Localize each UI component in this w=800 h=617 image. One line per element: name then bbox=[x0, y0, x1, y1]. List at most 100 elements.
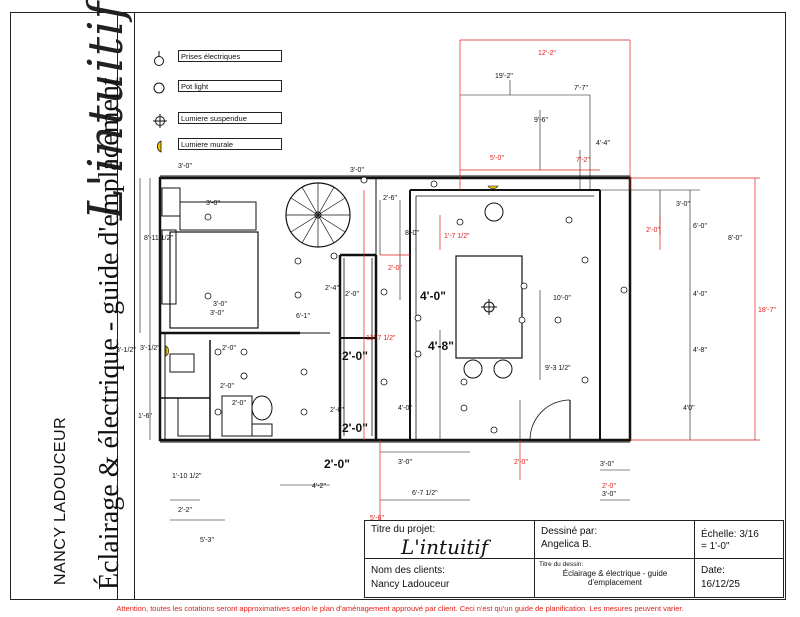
dimension-label: 10'-0" bbox=[553, 295, 571, 302]
dimension-label: 2'-2" bbox=[178, 507, 192, 514]
legend-label: Lumiere suspendue bbox=[178, 112, 282, 124]
dimension-labels-red: 12'-2" 5'-0" 7'-2" 1'-7 1/2" 2'-0" 13'-7… bbox=[366, 50, 776, 522]
tb-date-cell: Date: 16/12/25 bbox=[695, 559, 783, 597]
dimension-label: 9'-6" bbox=[534, 117, 548, 124]
dimension-label: 1'-6" bbox=[138, 413, 152, 420]
dimension-label: 8'-0" bbox=[405, 230, 419, 237]
tb-drawing-title-cell: Titre du dessin: Éclairage & électrique … bbox=[535, 559, 695, 597]
sidebar-divider-inner bbox=[134, 12, 135, 600]
tb-drawn-by-cell: Dessiné par: Angelica B. bbox=[535, 521, 695, 559]
tb-client-cell: Nom des clients: Nancy Ladouceur bbox=[365, 559, 535, 597]
legend-label: Pot light bbox=[178, 80, 282, 92]
dimension-labels: 3'-0" 3'-0" 3'-0" 3'-0" 2'-6" 8'-0" 8'-1… bbox=[116, 73, 742, 544]
legend-item-outlet: Prises électriques bbox=[150, 50, 290, 66]
scale-label: Échelle: 3/16 bbox=[701, 529, 759, 540]
dimension-label: 3'-0" bbox=[210, 310, 224, 317]
dimension-label-red: 5'-0" bbox=[490, 155, 504, 162]
dimension-label-red: 7'-2" bbox=[576, 157, 590, 164]
dimension-label-large: 4'-0" bbox=[420, 289, 446, 303]
dimension-label: 8'-11 1/2" bbox=[144, 235, 174, 242]
dimension-label: 9'-3 1/2" bbox=[545, 365, 571, 372]
dimension-label: 3'-0" bbox=[178, 163, 192, 170]
dimension-label: 19'-2" bbox=[495, 73, 513, 80]
dimension-label: 2'-0" bbox=[220, 383, 234, 390]
stair-treads bbox=[286, 183, 350, 247]
pot-light-icon bbox=[153, 82, 165, 94]
dimension-label: 4'-0" bbox=[398, 405, 412, 412]
dimension-label-red: 5'-6" bbox=[370, 515, 384, 522]
pendant-light-icon bbox=[481, 299, 497, 315]
dimension-label-red: 13'-7 1/2" bbox=[366, 335, 396, 342]
scale-value: = 1'-0" bbox=[701, 541, 730, 552]
dimension-label-red: 1'-7 1/2" bbox=[444, 233, 470, 240]
dimension-label: 3'-0" bbox=[602, 491, 616, 498]
legend-item-pot-light: Pot light bbox=[150, 80, 290, 94]
dimension-label-red: 2'-0" bbox=[514, 459, 528, 466]
pendant-light-icon bbox=[153, 114, 167, 128]
dimension-label-large: 2'-0" bbox=[342, 349, 368, 363]
footer-disclaimer: Attention, toutes les cotations seront a… bbox=[116, 604, 684, 613]
dimension-label: 2'-4" bbox=[325, 285, 339, 292]
tb-project-cell: Titre du projet: L'intuitif bbox=[365, 521, 535, 559]
dimension-label: 7'-7" bbox=[574, 85, 588, 92]
dimension-label: 3'-1/2" bbox=[116, 347, 136, 354]
dimension-label-large: 2'-0" bbox=[342, 421, 368, 435]
dimension-label: 3'-0" bbox=[206, 200, 220, 207]
drawing-sheet bbox=[10, 12, 786, 600]
drawing-title-value: Éclairage & électrique - guide d'emplace… bbox=[562, 569, 668, 587]
legend-item-pendant: Lumiere suspendue bbox=[150, 112, 290, 128]
client-name: Nancy Ladouceur bbox=[371, 579, 450, 590]
dimension-label-red: 18'-7" bbox=[758, 307, 776, 314]
dimension-label: 4'-0" bbox=[693, 291, 707, 298]
date-value: 16/12/25 bbox=[701, 579, 740, 590]
dimension-label-red: 2'-0" bbox=[388, 265, 402, 272]
dimension-label: 3'-0" bbox=[676, 201, 690, 208]
dimension-label: 2'-0" bbox=[330, 407, 344, 414]
legend-item-wall-light: Lumiere murale bbox=[150, 138, 290, 153]
dimension-label: 2'-0" bbox=[222, 345, 236, 352]
dimension-lines bbox=[139, 80, 700, 521]
wall-light-icon bbox=[165, 185, 499, 357]
dimension-label: 2'-0" bbox=[232, 400, 246, 407]
dimension-label: 6'-1" bbox=[296, 313, 310, 320]
dimension-label-large: 4'-8" bbox=[428, 339, 454, 353]
walls bbox=[158, 175, 632, 443]
outlet-icon bbox=[154, 51, 164, 66]
dimension-label-red: 12'-2" bbox=[538, 50, 556, 57]
project-logo: L'intuitif bbox=[401, 535, 489, 559]
dimension-label: 3'-0" bbox=[600, 461, 614, 468]
dimension-label: 3'-1/2" bbox=[140, 345, 160, 352]
dimension-lines-red bbox=[363, 39, 760, 520]
dimension-label: 2'-0" bbox=[345, 291, 359, 298]
dimension-label: 4'-2" bbox=[312, 483, 326, 490]
client-label: Nom des clients: bbox=[371, 565, 445, 576]
dimension-labels-large: 4'-0" 4'-8" 2'-0" 2'-0" 2'-0" bbox=[324, 289, 454, 471]
dimension-label: 5'-3" bbox=[200, 537, 214, 544]
dimension-label: 3'-0" bbox=[350, 167, 364, 174]
dimension-label: 3'-0" bbox=[398, 459, 412, 466]
pot-lights bbox=[204, 176, 628, 434]
drawing-title-label: Titre du dessin: bbox=[539, 561, 584, 568]
dimension-label: 1'-10 1/2" bbox=[172, 473, 202, 480]
dimension-label: 4'0" bbox=[683, 405, 695, 412]
sidebar-divider bbox=[117, 12, 118, 600]
drawn-by-label: Dessiné par: bbox=[541, 526, 598, 537]
dimension-label: 6'-0" bbox=[693, 223, 707, 230]
wall-light-icon bbox=[157, 140, 162, 153]
drawn-by-value: Angelica B. bbox=[541, 539, 592, 550]
dimension-label: 3'-0" bbox=[213, 301, 227, 308]
dimension-label: 4'-8" bbox=[693, 347, 707, 354]
legend-label: Prises électriques bbox=[178, 50, 282, 62]
dimension-label: 4'-4" bbox=[596, 140, 610, 147]
dimension-label-red: 2'-0" bbox=[602, 483, 616, 490]
title-block: Titre du projet: L'intuitif Dessiné par:… bbox=[364, 520, 784, 598]
project-label: Titre du projet: bbox=[371, 524, 436, 535]
legend-label: Lumiere murale bbox=[178, 138, 282, 150]
date-label: Date: bbox=[701, 565, 725, 576]
dimension-label: 8'-0" bbox=[728, 235, 742, 242]
dimension-label: 6'-7 1/2" bbox=[412, 490, 438, 497]
dimension-label: 2'-6" bbox=[383, 195, 397, 202]
tb-scale-cell: Échelle: 3/16 = 1'-0" bbox=[695, 521, 783, 559]
dimension-label-large: 2'-0" bbox=[324, 457, 350, 471]
